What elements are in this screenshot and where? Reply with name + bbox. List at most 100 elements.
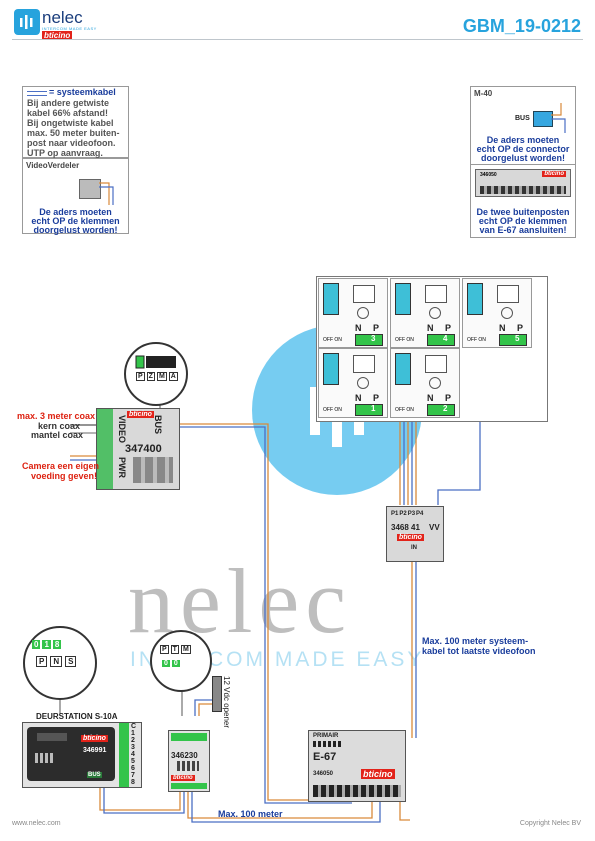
monitor-address: 4 (443, 334, 448, 343)
monitor-terminal-block (467, 283, 483, 315)
distributor-port: P1 (391, 511, 399, 517)
cable-note-line: post naar videofoon. (27, 138, 116, 148)
door-station-s10a: bticino 346991 C 1 2 3 4 5 6 7 8 (22, 722, 142, 788)
pwr-label: PWR (117, 457, 127, 478)
monitor-offon-label: OFF ON (323, 337, 342, 343)
footer-url[interactable]: www.nelec.com (12, 820, 61, 827)
e67-mini-device: 346050 bticino (475, 169, 571, 197)
monitor-address-switch: 3 (355, 334, 383, 346)
monitor-n-label: N (427, 323, 434, 333)
cable-note-line: kabel 66% afstand! (27, 108, 109, 118)
zoom-digit: 1 (42, 640, 51, 649)
zoom-key: M (180, 645, 191, 654)
door-station-keypad (35, 753, 55, 763)
distributor-brand: bticino (397, 534, 424, 541)
relay-zoom-keys: P T M (160, 645, 191, 654)
zoom-key: T (170, 645, 179, 654)
videoverdeler-line: doorgelust worden! (33, 225, 118, 235)
header-rule (12, 39, 583, 40)
monitor-joystick-icon (357, 307, 369, 319)
monitor-n-label: N (499, 323, 506, 333)
relay-zoom-digits: 0 0 (162, 660, 180, 667)
door-station-terminal-labels: C 1 2 3 4 5 6 7 8 (131, 723, 136, 786)
terminal-label: C (131, 723, 137, 730)
cable-legend-line (27, 91, 47, 96)
e67-mini-code: 346050 (480, 172, 497, 178)
m40-line: De aders moeten (486, 135, 560, 145)
terminal-label: 4 (131, 751, 135, 758)
videoverdeler-line: echt OP de klemmen (31, 216, 120, 226)
e67-brand: bticino (361, 769, 395, 779)
monitor-offon-label: OFF ON (395, 407, 414, 413)
e67-output-terminals (313, 785, 401, 797)
distributor-port: P4 (416, 511, 424, 517)
door-station-bus-label: BUS (87, 772, 102, 778)
video-module-code: 347400 (125, 443, 162, 455)
monitor-unit-4: N P 4 OFF ON (390, 278, 460, 348)
distributor-suffix: VV (429, 523, 440, 532)
distributor-port: P3 (407, 511, 416, 517)
primair-label: PRIMAIR (313, 733, 339, 739)
cable-legend-note: = systeemkabel Bij andere getwiste kabel… (22, 86, 129, 158)
zoom-digit: 0 (171, 660, 180, 667)
m40-line: echt OP de connector (476, 144, 570, 154)
door-opener-label: 12 Vdc opener (222, 676, 231, 729)
video-label: VIDEO (117, 415, 127, 444)
monitor-screen-icon (425, 285, 447, 303)
relay-346230: 346230 bticino (168, 730, 210, 792)
videoverdeler-title: VideoVerdeler (26, 161, 80, 170)
e67-code: 346050 (313, 771, 334, 777)
camera-note-line: Camera een eigen (22, 461, 100, 471)
monitor-address: 3 (371, 334, 376, 343)
distributor-code: 3468 41 (391, 523, 420, 532)
zoom-digit: 8 (52, 640, 62, 649)
monitor-screen-icon (353, 355, 375, 373)
max-system-cable-note: Max. 100 meter systeem- (422, 636, 529, 646)
monitor-terminal-block (395, 353, 411, 385)
videoverdeler-line: De aders moeten (39, 207, 112, 217)
zoom-key: A (168, 372, 178, 381)
door-station-code: 346991 (83, 747, 107, 754)
monitor-terminal-block (395, 283, 411, 315)
max-system-cable-note: kabel tot laatste videofoon (422, 646, 536, 656)
monitor-p-label: P (517, 323, 524, 333)
cable-legend-label: = systeemkabel (49, 87, 116, 97)
video-module-zoom-keys: P Z M A (136, 372, 178, 381)
monitor-address-switch: 2 (427, 404, 455, 416)
nelec-logo-icon (14, 9, 40, 35)
terminal-label: 2 (131, 737, 135, 744)
relay-terminals-top (171, 733, 207, 741)
e67-mini-brand: bticino (542, 171, 566, 177)
m40-wires (551, 103, 566, 133)
door-station-panel: bticino 346991 (27, 727, 115, 781)
m40-title: M-40 (474, 89, 493, 98)
coax-core-label: kern coax (38, 421, 81, 431)
monitor-p-label: P (373, 323, 380, 333)
e67-line: echt OP de klemmen (478, 216, 568, 226)
distributor-ports: P1 P2 P3 P4 (391, 511, 423, 517)
cable-note-line: max. 50 meter buiten- (27, 128, 120, 138)
monitor-offon-label: OFF ON (395, 337, 414, 343)
monitor-address-switch: 1 (355, 404, 383, 416)
door-station-zoom-digits: 0 1 8 (32, 640, 62, 649)
brand-partner: bticino (42, 31, 73, 40)
door-station-brand: bticino (81, 735, 108, 742)
monitor-screen-icon (353, 285, 375, 303)
distributor-port: P2 (399, 511, 407, 517)
monitor-n-label: N (355, 393, 362, 403)
e67-primary-terminals (313, 741, 341, 747)
m40-line: doorgelust worden! (481, 153, 565, 163)
zoom-key: S (65, 656, 77, 667)
monitor-offon-label: OFF ON (467, 337, 486, 343)
zoom-key: P (36, 656, 48, 667)
distributor-in-label: IN (411, 545, 417, 551)
monitor-joystick-icon (357, 377, 369, 389)
door-opener (212, 676, 222, 712)
door-station-camera (37, 733, 67, 741)
monitor-address-switch: 4 (427, 334, 455, 346)
zoom-digit: 0 (162, 660, 170, 667)
coax-title: max. 3 meter coax (17, 411, 96, 421)
relay-code: 346230 (171, 751, 198, 760)
cable-note-line: Bij ongetwiste kabel (27, 118, 114, 128)
monitor-unit-2: N P 2 OFF ON (390, 348, 460, 418)
